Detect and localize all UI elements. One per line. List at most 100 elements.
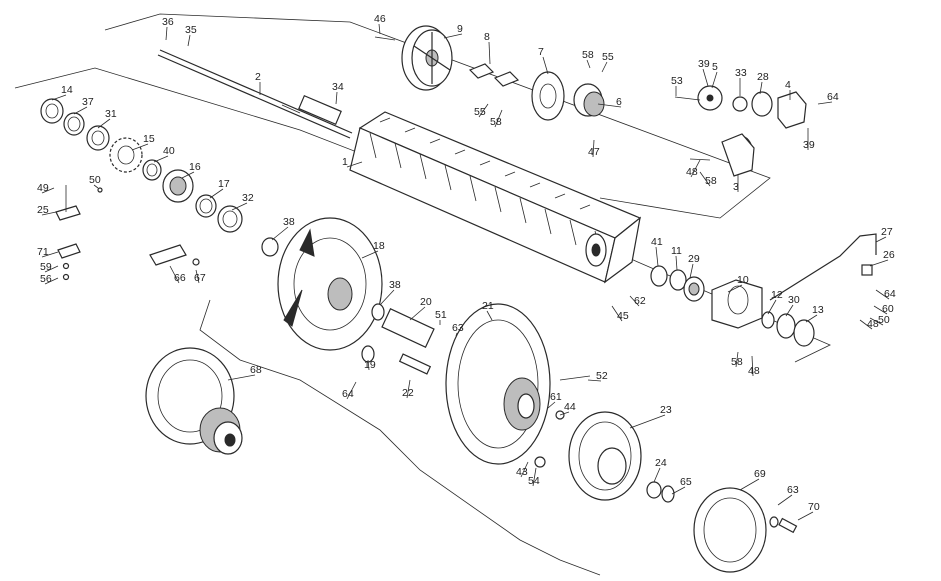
- part-label-38: 38: [389, 279, 401, 291]
- part-label-56: 56: [40, 273, 52, 285]
- left-bearing-stack: [40, 98, 279, 257]
- leader-line-14: [51, 94, 67, 101]
- leader-line-38: [379, 289, 395, 306]
- leader-line-34: [335, 91, 338, 105]
- leader-line-30: [785, 304, 794, 317]
- part-label-32: 32: [242, 192, 254, 204]
- leader-line-17: [209, 188, 224, 199]
- leader-line-54: [532, 467, 537, 487]
- part-label-54: 54: [528, 475, 540, 487]
- part-label-58: 58: [705, 175, 717, 187]
- part-label-37: 37: [82, 96, 94, 108]
- hub-68-assembly: [145, 347, 243, 455]
- part-label-51: 51: [435, 309, 447, 321]
- leader-line-55: [601, 61, 608, 73]
- part-label-18: 18: [373, 240, 385, 252]
- leader-line-1: [346, 161, 363, 168]
- part-label-2: 2: [255, 71, 261, 83]
- leader-line-64: [817, 101, 833, 105]
- part-label-47: 47: [588, 146, 600, 158]
- leader-line-25: [41, 211, 57, 216]
- leader-line-7: [542, 56, 549, 75]
- part-label-50: 50: [89, 174, 101, 186]
- part-label-65: 65: [680, 476, 692, 488]
- part-label-29: 29: [688, 253, 700, 265]
- part-label-67: 67: [194, 272, 206, 284]
- leader-line-27: [875, 236, 887, 243]
- part-label-33: 33: [735, 67, 747, 79]
- part-label-50: 50: [878, 314, 890, 326]
- part-label-40: 40: [163, 145, 175, 157]
- leader-line-65: [671, 486, 686, 495]
- part-label-36: 36: [162, 16, 174, 28]
- leader-line-67: [195, 269, 200, 284]
- part-label-16: 16: [189, 161, 201, 173]
- part-label-24: 24: [655, 457, 667, 469]
- part-label-41: 41: [651, 236, 663, 248]
- leader-line-5: [711, 71, 718, 89]
- leader-line-39: [702, 68, 709, 87]
- part-label-64: 64: [827, 91, 839, 103]
- leader-line-48: [859, 319, 873, 330]
- part-label-66: 66: [174, 272, 186, 284]
- part-label-7: 7: [538, 46, 544, 58]
- shaft-part: [157, 49, 353, 139]
- leader-line-43: [520, 461, 529, 478]
- leader-line-58: [494, 109, 503, 128]
- leader-line-19: [367, 359, 370, 371]
- leader-line-50: [93, 184, 99, 189]
- leader-line-16: [181, 171, 195, 179]
- leader-line-12: [767, 299, 777, 315]
- rotor-drum-part: [349, 111, 642, 284]
- leader-line-44: [559, 411, 570, 416]
- part-label-12: 12: [771, 289, 783, 301]
- part-label-71: 71: [37, 246, 49, 258]
- part-label-30: 30: [788, 294, 800, 306]
- part-label-11: 11: [671, 245, 682, 257]
- part-label-27: 27: [881, 226, 893, 238]
- leader-line-13: [805, 314, 818, 323]
- lower-right-pulleys: [568, 411, 798, 573]
- leader-line-63: [455, 332, 458, 337]
- part-label-6: 6: [616, 96, 622, 108]
- part-label-14: 14: [61, 84, 73, 96]
- leader-line-58: [586, 59, 591, 69]
- part-label-10: 10: [737, 274, 749, 286]
- leader-line-64: [875, 289, 890, 300]
- leader-line-64: [346, 381, 357, 400]
- part-label-48: 48: [748, 365, 760, 377]
- part-label-48: 48: [867, 318, 879, 330]
- part-label-15: 15: [143, 133, 155, 145]
- leader-line-9: [443, 33, 463, 39]
- leader-line-48: [690, 159, 701, 178]
- part-label-60: 60: [882, 303, 894, 315]
- leader-line-23: [629, 414, 666, 429]
- leader-line-36: [165, 26, 168, 41]
- center-disc-assembly: [277, 217, 435, 375]
- part-label-55: 55: [474, 106, 486, 118]
- leader-line-20: [409, 306, 426, 321]
- part-label-23: 23: [660, 404, 672, 416]
- part-label-28: 28: [757, 71, 769, 83]
- right-end-assembly: [650, 233, 877, 347]
- leader-line-31: [97, 118, 111, 129]
- leader-line-70: [797, 511, 814, 521]
- part-label-52: 52: [596, 370, 608, 382]
- leader-line-26: [869, 259, 889, 267]
- part-label-58: 58: [582, 49, 594, 61]
- leader-line-68: [227, 374, 256, 381]
- leader-line-58: [699, 171, 711, 187]
- part-label-53: 53: [671, 75, 683, 87]
- part-label-45: 45: [617, 310, 629, 322]
- part-label-21: 21: [482, 300, 494, 312]
- part-label-8: 8: [484, 31, 490, 43]
- part-label-63: 63: [452, 322, 464, 334]
- leader-line-45: [611, 305, 623, 322]
- leader-line-40: [153, 155, 169, 163]
- leader-line-6: [597, 103, 622, 108]
- leader-line-15: [131, 143, 149, 151]
- leader-line-28: [759, 81, 763, 95]
- leader-line-32: [231, 202, 248, 211]
- leader-line-50: [869, 317, 884, 326]
- leader-line-10: [727, 284, 743, 293]
